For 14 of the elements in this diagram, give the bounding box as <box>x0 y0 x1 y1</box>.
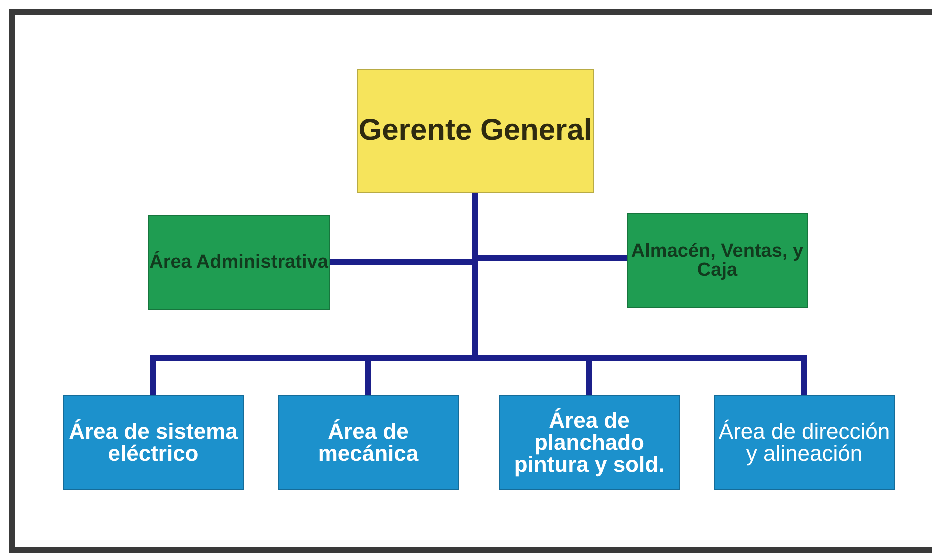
box-label: Área de planchado pintura y sold. <box>513 410 666 476</box>
box-label: Área de mecánica <box>317 420 420 464</box>
box-label: Área de dirección y alineación <box>718 420 892 464</box>
box-label: Área Administrativa <box>150 253 328 272</box>
box-label: Área de sistema eléctrico <box>68 420 239 464</box>
org-box <box>627 213 808 308</box>
org-box <box>278 395 459 490</box>
box-label: Almacén, Ventas, y Caja <box>630 242 805 280</box>
org-box <box>357 69 594 193</box>
org-box <box>148 215 330 310</box>
org-box <box>63 395 244 490</box>
box-label: Gerente General <box>358 116 592 146</box>
org-box <box>499 395 680 490</box>
org-box <box>714 395 895 490</box>
